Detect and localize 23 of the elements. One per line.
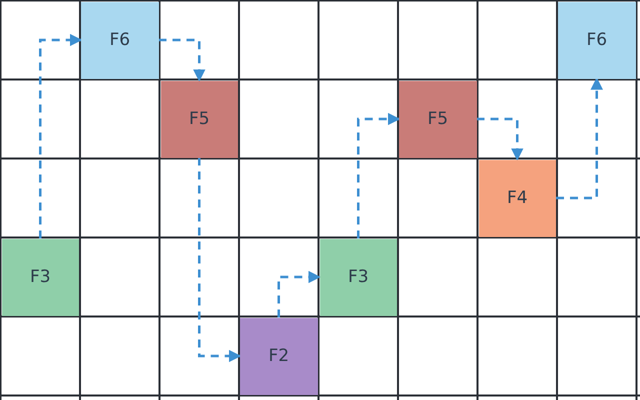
colored-cell (240, 318, 318, 394)
cell-label: F6 (586, 30, 608, 50)
colored-cell (478, 160, 556, 236)
colored-cell (160, 80, 238, 158)
cell-label: F2 (268, 346, 290, 366)
arrow (278, 270, 321, 318)
cell-label: F6 (109, 30, 130, 50)
arrow (39, 34, 82, 238)
cell-label: F4 (506, 188, 528, 208)
colored-cell (558, 2, 636, 78)
colored-cell (399, 80, 476, 158)
arrow (556, 77, 603, 200)
colored-cell (81, 2, 158, 78)
cell-label: F3 (348, 267, 369, 287)
colored-cell (320, 238, 397, 316)
cell-label: F5 (427, 109, 448, 129)
arrow (198, 158, 242, 362)
colored-cell (2, 238, 79, 316)
arrow (357, 112, 400, 238)
cell-label: F3 (30, 267, 51, 287)
arrow (158, 38, 206, 82)
cell-label: F5 (188, 109, 210, 129)
arrow (476, 118, 524, 161)
